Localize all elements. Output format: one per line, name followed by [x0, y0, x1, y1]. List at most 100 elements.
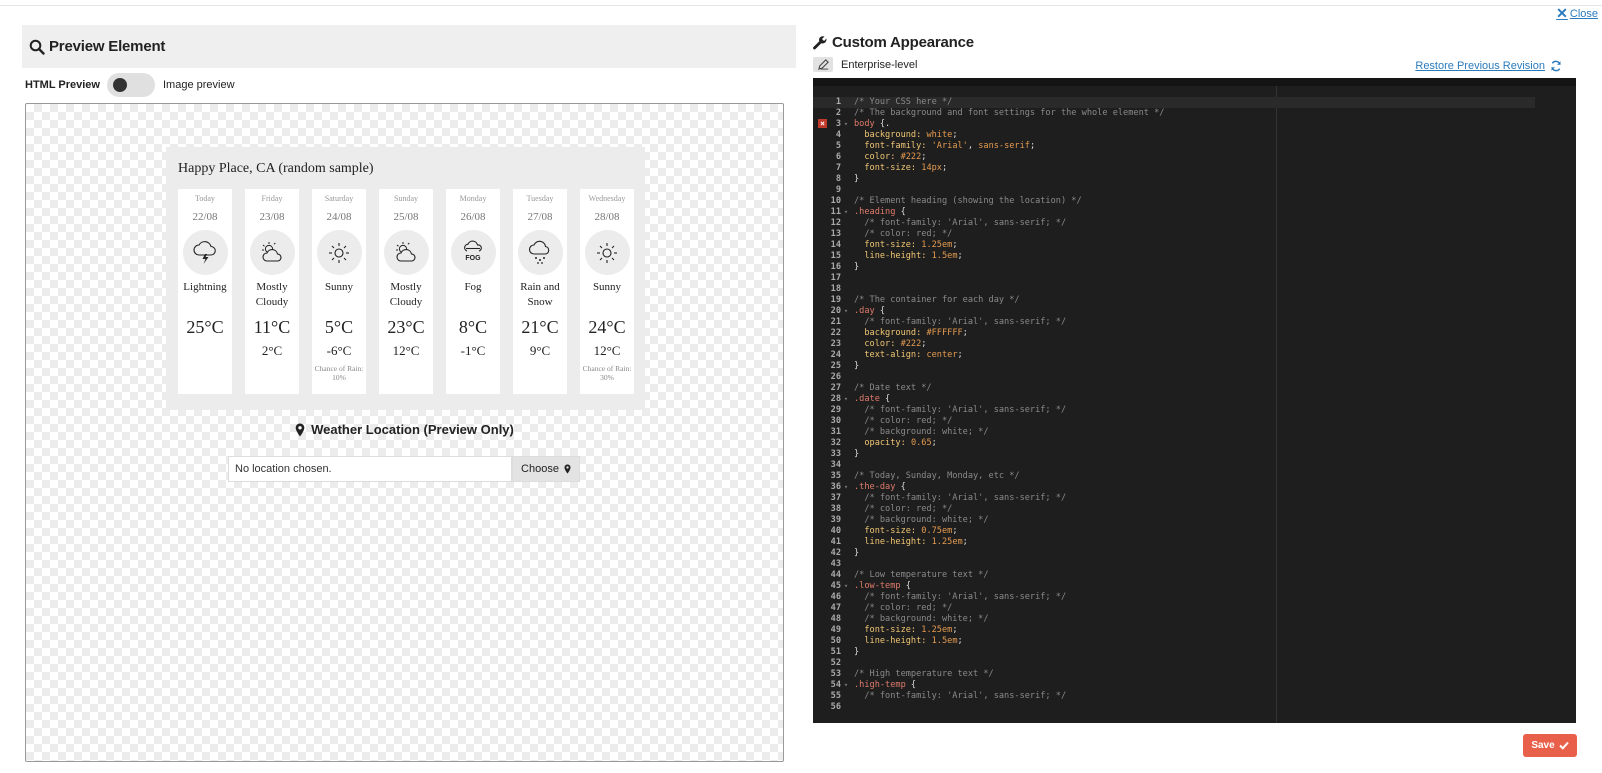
- code-token: /* background: white; */: [854, 614, 989, 624]
- code-line[interactable]: 8}: [813, 174, 1576, 185]
- code-line[interactable]: 20▾.day {: [813, 306, 1576, 317]
- code-line[interactable]: 30 /* color: red; */: [813, 416, 1576, 427]
- save-button[interactable]: Save: [1523, 734, 1577, 757]
- code-line[interactable]: 56: [813, 702, 1576, 713]
- code-line[interactable]: 22 background: #FFFFFF;: [813, 328, 1576, 339]
- close-button[interactable]: ✕ Close: [1556, 5, 1598, 22]
- code-line[interactable]: 3▾body {.×: [813, 119, 1576, 130]
- code-line[interactable]: 42}: [813, 548, 1576, 559]
- code-line[interactable]: 13 /* color: red; */: [813, 229, 1576, 240]
- code-line[interactable]: 19/* The container for each day */: [813, 295, 1576, 306]
- code-line[interactable]: 2/* The background and font settings for…: [813, 108, 1576, 119]
- day-date: 24/08: [326, 211, 352, 223]
- code-token: 1.5em: [926, 251, 958, 261]
- code-line[interactable]: 44/* Low temperature text */: [813, 570, 1576, 581]
- code-line[interactable]: 53/* High temperature text */: [813, 669, 1576, 680]
- code-line[interactable]: 29 /* font-family: 'Arial', sans-serif; …: [813, 405, 1576, 416]
- code-line[interactable]: 31 /* background: white; */: [813, 427, 1576, 438]
- code-line[interactable]: 12 /* font-family: 'Arial', sans-serif; …: [813, 218, 1576, 229]
- fold-spacer: [841, 658, 851, 669]
- fold-spacer: [841, 163, 851, 174]
- code-line[interactable]: 47 /* color: red; */: [813, 603, 1576, 614]
- code-line[interactable]: 25}: [813, 361, 1576, 372]
- code-line[interactable]: 48 /* background: white; */: [813, 614, 1576, 625]
- fold-arrow-icon[interactable]: ▾: [843, 395, 849, 403]
- code-text: font-family: 'Arial', sans-serif;: [851, 141, 1035, 152]
- code-line[interactable]: 35/* Today, Sunday, Monday, etc */: [813, 471, 1576, 482]
- code-line[interactable]: 26: [813, 372, 1576, 383]
- code-line[interactable]: 4 background: white;: [813, 130, 1576, 141]
- code-line[interactable]: 34: [813, 460, 1576, 471]
- code-line[interactable]: 16}: [813, 262, 1576, 273]
- code-line[interactable]: 49 font-size: 1.25em;: [813, 625, 1576, 636]
- code-line[interactable]: 40 font-size: 0.75em;: [813, 526, 1576, 537]
- fold-arrow-icon[interactable]: ▾: [843, 483, 849, 491]
- code-line[interactable]: 52: [813, 658, 1576, 669]
- code-line[interactable]: 6 color: #222;: [813, 152, 1576, 163]
- code-line[interactable]: 5 font-family: 'Arial', sans-serif;: [813, 141, 1576, 152]
- code-line[interactable]: 33}: [813, 449, 1576, 460]
- location-input[interactable]: [228, 456, 512, 482]
- code-line[interactable]: 17: [813, 273, 1576, 284]
- code-line[interactable]: 15 line-height: 1.5em;: [813, 251, 1576, 262]
- low-temp: 9°C: [529, 343, 551, 358]
- code-line[interactable]: 38 /* color: red; */: [813, 504, 1576, 515]
- code-token: [854, 636, 864, 646]
- code-line[interactable]: 45▾.low-temp {: [813, 581, 1576, 592]
- restore-revision-link[interactable]: Restore Previous Revision: [1415, 60, 1562, 72]
- custom-appearance-text: Custom Appearance: [832, 34, 974, 51]
- html-preview-label: HTML Preview: [25, 79, 100, 91]
- day-date: 22/08: [192, 211, 218, 223]
- code-line[interactable]: 11▾.heading {: [813, 207, 1576, 218]
- fold-spacer: [841, 493, 851, 504]
- code-line[interactable]: 1/* Your CSS here */: [813, 97, 1535, 108]
- code-line[interactable]: 50 line-height: 1.5em;: [813, 636, 1576, 647]
- code-line[interactable]: 10/* Element heading (showing the locati…: [813, 196, 1576, 207]
- code-line[interactable]: 9: [813, 185, 1576, 196]
- svg-text:FOG: FOG: [465, 255, 481, 262]
- code-line[interactable]: 7 font-size: 14px;: [813, 163, 1576, 174]
- code-token: {: [910, 680, 917, 690]
- fold-arrow-icon[interactable]: ▾: [843, 208, 849, 216]
- fold-spacer: [841, 460, 851, 471]
- code-line[interactable]: 23 color: #222;: [813, 339, 1576, 350]
- line-number: 27: [830, 383, 841, 393]
- error-icon[interactable]: ×: [818, 119, 827, 128]
- line-number: 29: [830, 405, 841, 415]
- css-code-editor[interactable]: 1/* Your CSS here */2/* The background a…: [813, 78, 1576, 723]
- code-line[interactable]: 43: [813, 559, 1576, 570]
- fold-spacer: [841, 240, 851, 251]
- line-number: 16: [830, 262, 841, 272]
- code-line[interactable]: 28▾.date {: [813, 394, 1576, 405]
- choose-location-button[interactable]: Choose: [512, 456, 580, 482]
- code-line[interactable]: 55 /* font-family: 'Arial', sans-serif; …: [813, 691, 1576, 702]
- code-line[interactable]: 51}: [813, 647, 1576, 658]
- fold-arrow-icon[interactable]: ▾: [843, 681, 849, 689]
- code-line[interactable]: 36▾.the-day {: [813, 482, 1576, 493]
- code-token: ;: [952, 240, 958, 250]
- code-line[interactable]: 27/* Date text */: [813, 383, 1576, 394]
- fold-arrow-icon[interactable]: ▾: [843, 120, 849, 128]
- preview-mode-toggle[interactable]: [107, 73, 155, 97]
- code-line[interactable]: 37 /* font-family: 'Arial', sans-serif; …: [813, 493, 1576, 504]
- code-line[interactable]: 18: [813, 284, 1576, 295]
- code-token: line-height:: [864, 636, 927, 646]
- code-line[interactable]: 39 /* background: white; */: [813, 515, 1576, 526]
- edit-level-button[interactable]: [813, 57, 833, 72]
- code-token: [854, 339, 864, 349]
- code-line[interactable]: 21 /* font-family: 'Arial', sans-serif; …: [813, 317, 1576, 328]
- fold-spacer: [841, 449, 851, 460]
- code-line[interactable]: 41 line-height: 1.25em;: [813, 537, 1576, 548]
- line-number: 41: [830, 537, 841, 547]
- code-line[interactable]: 54▾.high-temp {: [813, 680, 1576, 691]
- mostly-cloudy-icon: [383, 230, 429, 275]
- code-line[interactable]: 46 /* font-family: 'Arial', sans-serif; …: [813, 592, 1576, 603]
- fold-arrow-icon[interactable]: ▾: [843, 307, 849, 315]
- code-line[interactable]: 32 opacity: 0.65;: [813, 438, 1576, 449]
- fold-arrow-icon[interactable]: ▾: [843, 582, 849, 590]
- preview-mode-row: HTML Preview Image preview: [25, 73, 235, 97]
- code-token: ;: [952, 526, 958, 536]
- code-line[interactable]: 14 font-size: 1.25em;: [813, 240, 1576, 251]
- code-line[interactable]: 24 text-align: center;: [813, 350, 1576, 361]
- code-token: [854, 163, 864, 173]
